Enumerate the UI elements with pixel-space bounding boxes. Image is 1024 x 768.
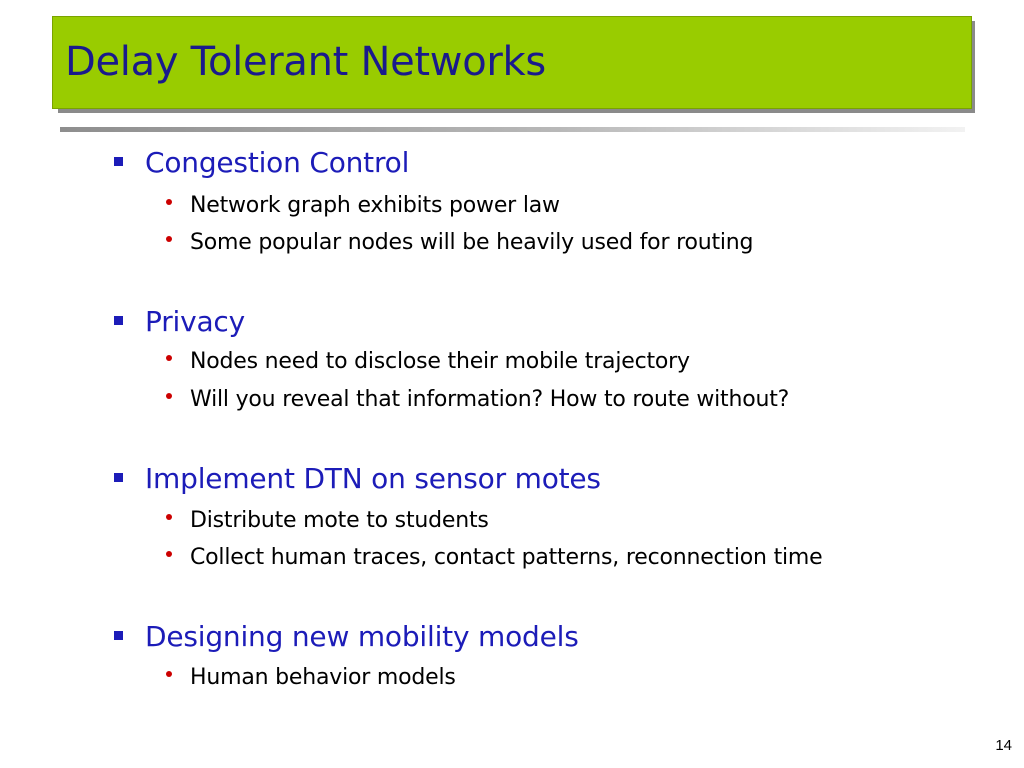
dot-bullet-icon: [166, 671, 172, 677]
bullet-item: Nodes need to disclose their mobile traj…: [166, 348, 690, 376]
dot-bullet-icon: [166, 199, 172, 205]
bullet-item-text: Human behavior models: [190, 665, 456, 690]
section-heading-text: Congestion Control: [145, 146, 410, 179]
square-bullet-icon: [114, 316, 123, 325]
section-heading-text: Implement DTN on sensor motes: [145, 462, 601, 495]
section-heading-text: Privacy: [145, 305, 245, 338]
bullet-item: Distribute mote to students: [166, 507, 489, 535]
square-bullet-icon: [114, 631, 123, 640]
dot-bullet-icon: [166, 393, 172, 399]
title-divider: [60, 127, 965, 132]
bullet-item-text: Some popular nodes will be heavily used …: [190, 230, 754, 255]
bullet-item-text: Will you reveal that information? How to…: [190, 387, 790, 412]
bullet-item: Network graph exhibits power law: [166, 192, 560, 220]
section-heading-privacy: Privacy: [114, 305, 245, 339]
bullet-item: Will you reveal that information? How to…: [166, 386, 790, 414]
section-heading-mobility-models: Designing new mobility models: [114, 620, 579, 654]
dot-bullet-icon: [166, 355, 172, 361]
slide-title: Delay Tolerant Networks: [65, 39, 546, 85]
section-heading-congestion-control: Congestion Control: [114, 146, 410, 180]
bullet-item: Human behavior models: [166, 664, 456, 692]
section-heading-text: Designing new mobility models: [145, 620, 579, 653]
bullet-item: Collect human traces, contact patterns, …: [166, 544, 823, 572]
bullet-item: Some popular nodes will be heavily used …: [166, 229, 754, 257]
dot-bullet-icon: [166, 551, 172, 557]
bullet-item-text: Nodes need to disclose their mobile traj…: [190, 349, 690, 374]
bullet-item-text: Collect human traces, contact patterns, …: [190, 545, 823, 570]
square-bullet-icon: [114, 157, 123, 166]
square-bullet-icon: [114, 473, 123, 482]
section-heading-implement-dtn: Implement DTN on sensor motes: [114, 462, 601, 496]
dot-bullet-icon: [166, 236, 172, 242]
dot-bullet-icon: [166, 514, 172, 520]
bullet-item-text: Network graph exhibits power law: [190, 193, 560, 218]
page-number: 14: [995, 737, 1012, 754]
bullet-item-text: Distribute mote to students: [190, 508, 489, 533]
title-banner: Delay Tolerant Networks: [52, 16, 972, 109]
